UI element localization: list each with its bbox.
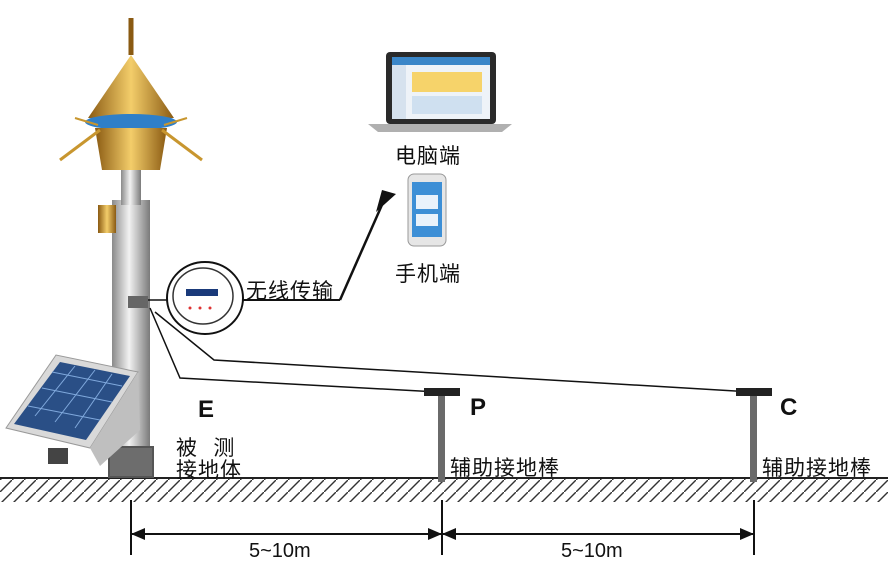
distance-pc-label: 5~10m <box>561 540 623 562</box>
aux-rod-c <box>736 388 772 482</box>
test-wires <box>149 307 753 393</box>
electrode-e-label: E <box>198 396 215 423</box>
phone-label: 手机端 <box>395 262 461 286</box>
computer-label: 电脑端 <box>395 144 461 168</box>
arrow-head <box>376 190 396 212</box>
measured-ground-label-line2: 接地体 <box>176 458 242 482</box>
air-terminal <box>59 18 203 170</box>
aux-rod-p-label: 辅助接地棒 <box>450 456 560 480</box>
lightning-mast <box>98 170 154 478</box>
aux-rod-c-label: 辅助接地棒 <box>762 456 872 480</box>
smartphone <box>407 173 447 247</box>
tester-device <box>128 190 396 335</box>
solar-panel <box>5 354 140 466</box>
electrode-p-label: P <box>470 394 487 421</box>
measured-ground-label-line1: 被 测 <box>176 436 236 460</box>
distance-ep-label: 5~10m <box>249 540 311 562</box>
aux-rod-p <box>424 388 460 482</box>
laptop <box>368 52 512 132</box>
electrode-c-label: C <box>780 394 798 421</box>
dimension-lines <box>130 500 755 555</box>
wireless-label: 无线传输 <box>246 279 334 303</box>
